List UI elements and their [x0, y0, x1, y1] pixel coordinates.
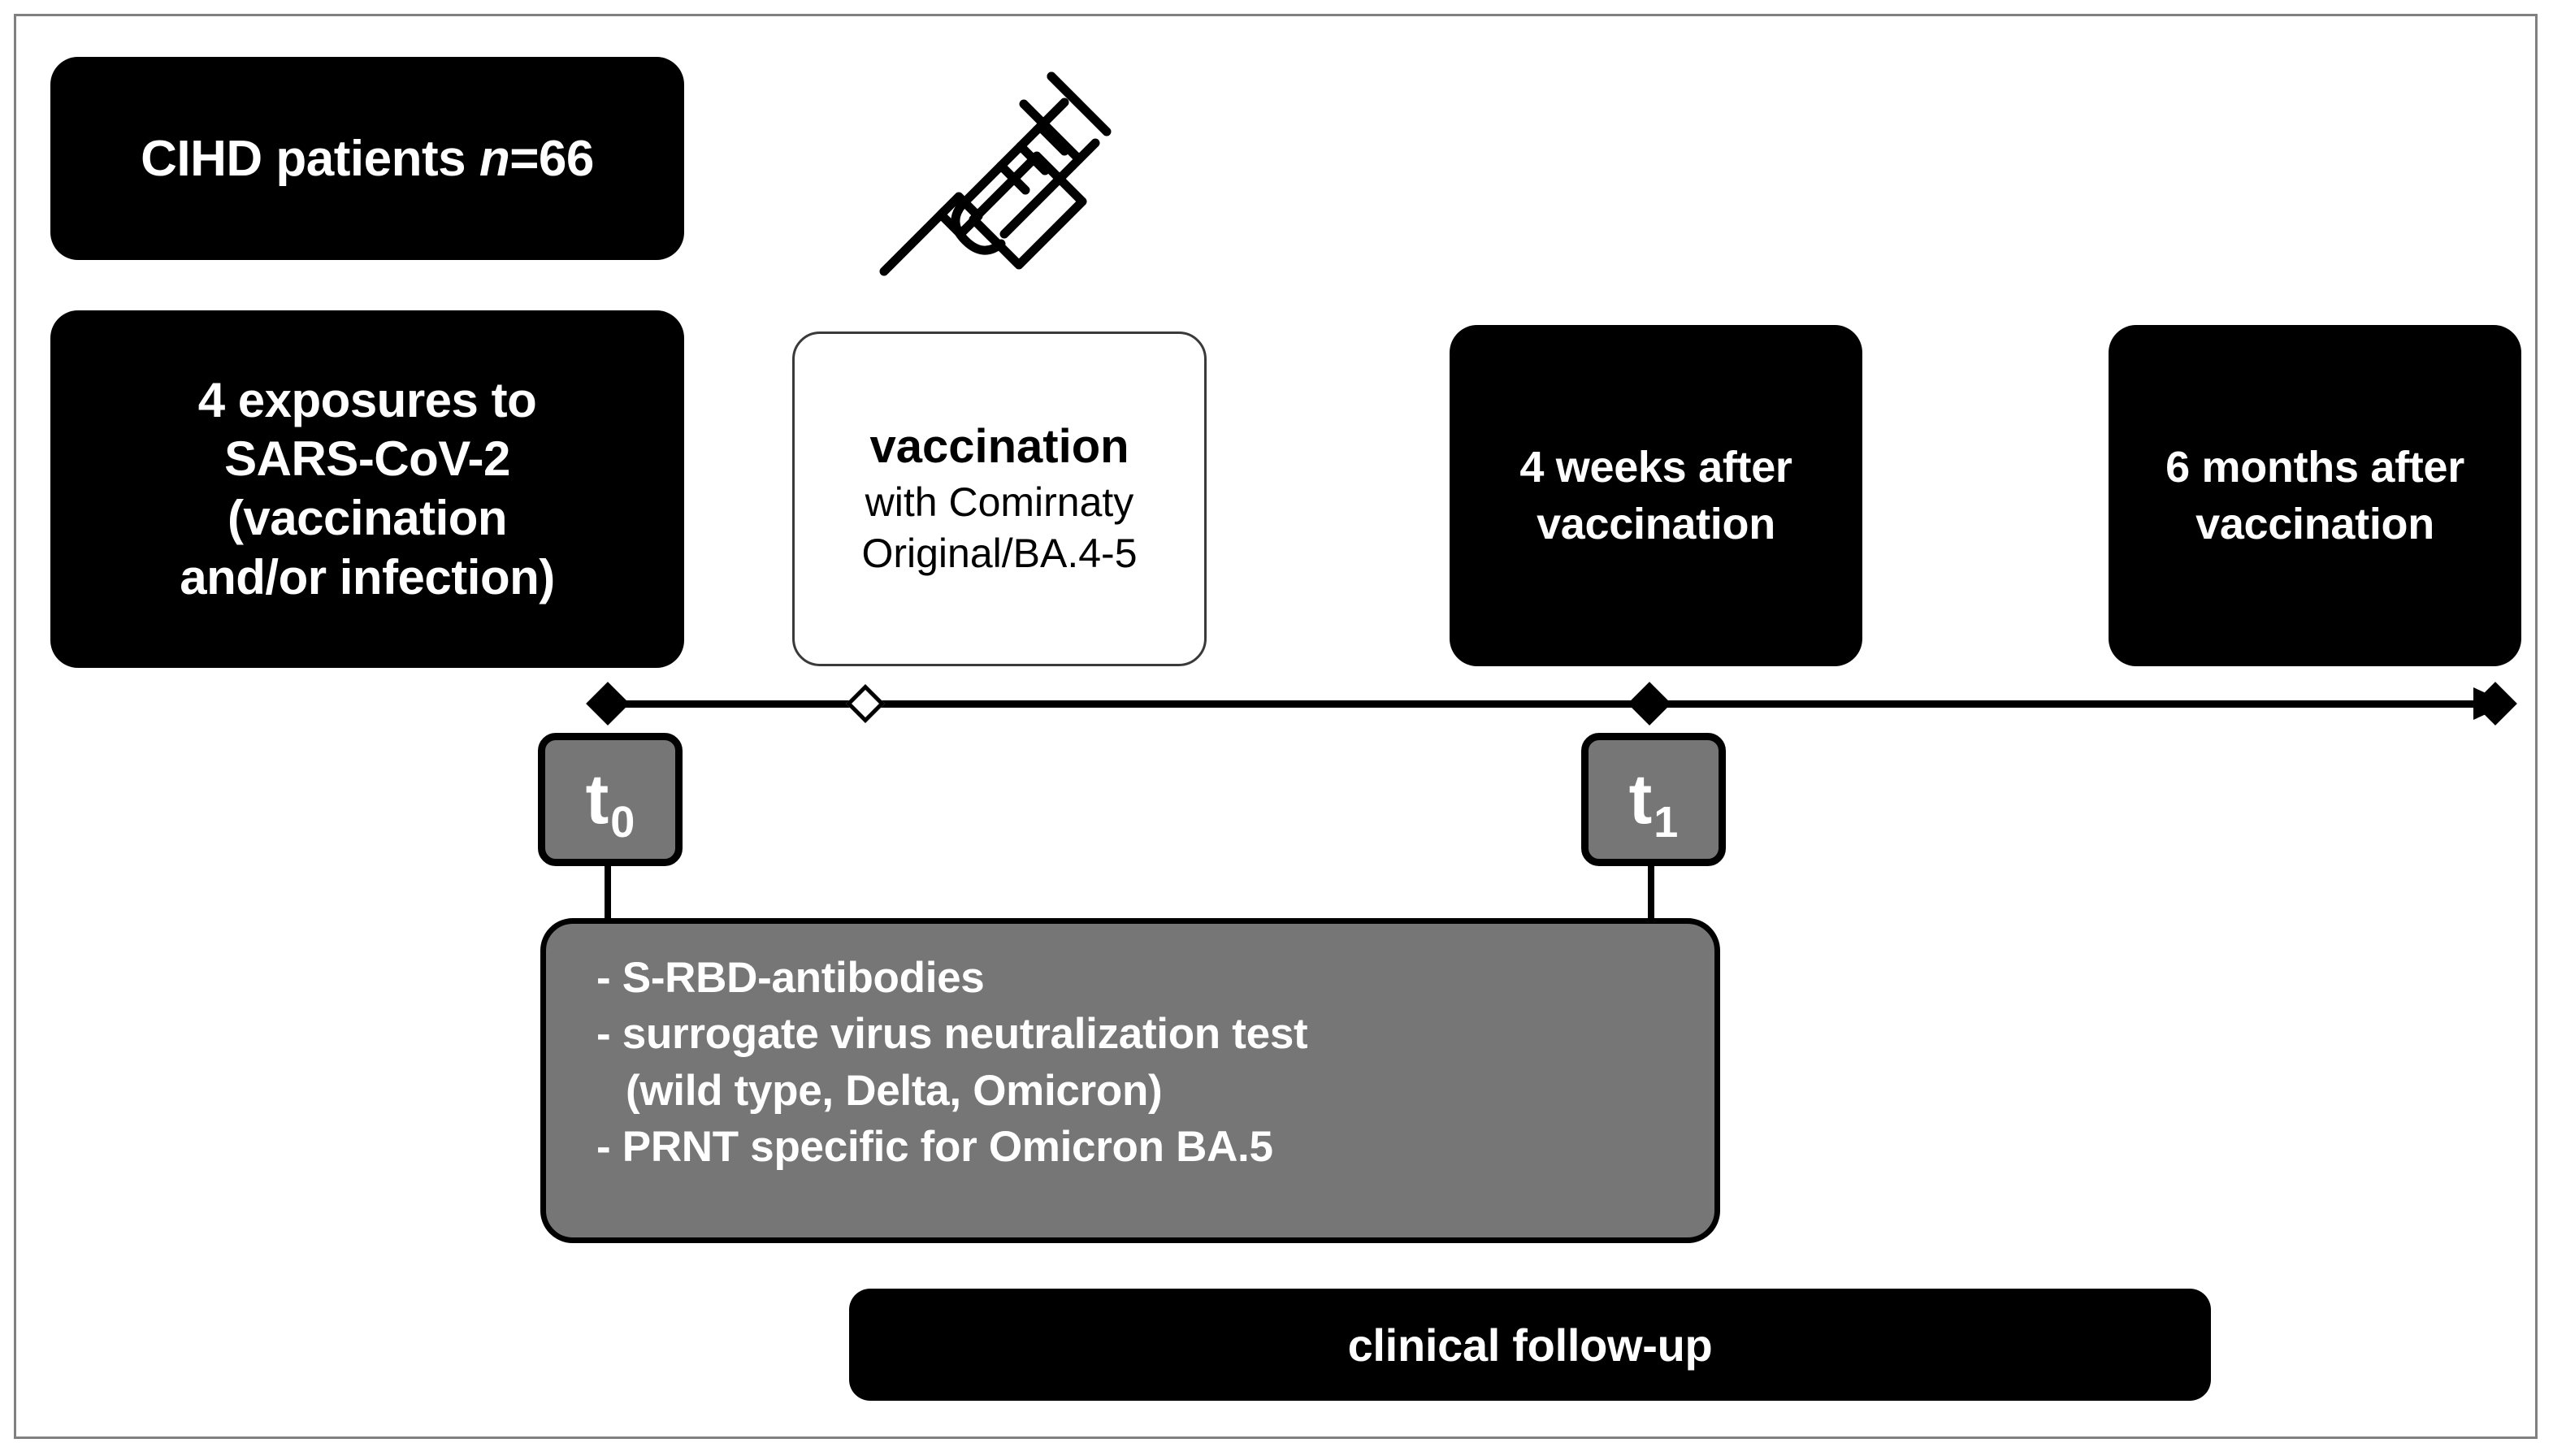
- timeline-marker-vaccination-icon: [845, 683, 886, 724]
- cohort-label: CIHD patients n=66: [141, 130, 594, 188]
- timeline-marker-t1-icon: [1628, 682, 1671, 726]
- clinical-followup-label: clinical follow-up: [1347, 1319, 1713, 1371]
- six-months-label: 6 months after vaccination: [2165, 439, 2464, 552]
- t1-label: t: [1628, 760, 1653, 838]
- exposures-box: 4 exposures to SARS-CoV-2 (vaccination a…: [50, 310, 684, 668]
- clinical-followup-bar: clinical follow-up: [849, 1289, 2211, 1401]
- t1-connector-line: [1648, 861, 1654, 959]
- four-weeks-line-2: vaccination: [1537, 500, 1775, 548]
- vaccination-title: vaccination: [869, 419, 1129, 473]
- t0-connector-line: [605, 861, 611, 959]
- cohort-box: CIHD patients n=66: [50, 57, 684, 260]
- assay-line-2: - surrogate virus neutralization test: [596, 1010, 1308, 1059]
- exposures-line-4: and/or infection): [180, 549, 555, 604]
- six-months-line-2: vaccination: [2195, 500, 2434, 548]
- six-months-box: 6 months after vaccination: [2109, 325, 2521, 666]
- vaccination-subtitle-line-1: with Comirnaty: [865, 479, 1134, 526]
- t1-subscript: 1: [1654, 798, 1679, 847]
- assay-line-1: - S-RBD-antibodies: [596, 954, 985, 1002]
- assay-line-3: (wild type, Delta, Omicron): [626, 1066, 1163, 1115]
- six-months-line-1: 6 months after: [2165, 442, 2464, 492]
- assay-line-4: - PRNT specific for Omicron BA.5: [596, 1123, 1273, 1172]
- four-weeks-label: 4 weeks after vaccination: [1519, 439, 1792, 552]
- timeline-line: [608, 700, 2481, 708]
- exposures-label: 4 exposures to SARS-CoV-2 (vaccination a…: [180, 371, 555, 607]
- cohort-text-before: CIHD patients: [141, 130, 479, 187]
- assay-list-box: - S-RBD-antibodies - surrogate virus neu…: [540, 918, 1720, 1243]
- vaccination-box: vaccination with Comirnaty Original/BA.4…: [792, 332, 1207, 666]
- exposures-line-1: 4 exposures to: [197, 372, 537, 427]
- vaccination-subtitle-line-2: Original/BA.4-5: [861, 531, 1138, 577]
- t0-label: t: [585, 760, 609, 838]
- exposures-line-2: SARS-CoV-2: [224, 431, 510, 487]
- figure-frame: [14, 14, 2538, 1439]
- t0-subscript: 0: [610, 798, 635, 847]
- timeline-marker-t0-icon: [586, 682, 630, 726]
- cohort-italic-n: n: [479, 130, 510, 187]
- syringe-icon: [878, 50, 1121, 278]
- cohort-text-after: =66: [509, 130, 594, 187]
- exposures-line-3: (vaccination: [227, 491, 508, 545]
- timeline-axis: [569, 674, 2535, 739]
- four-weeks-line-1: 4 weeks after: [1519, 442, 1792, 492]
- vaccination-subtitle: with Comirnaty Original/BA.4-5: [861, 477, 1137, 579]
- four-weeks-box: 4 weeks after vaccination: [1450, 325, 1862, 666]
